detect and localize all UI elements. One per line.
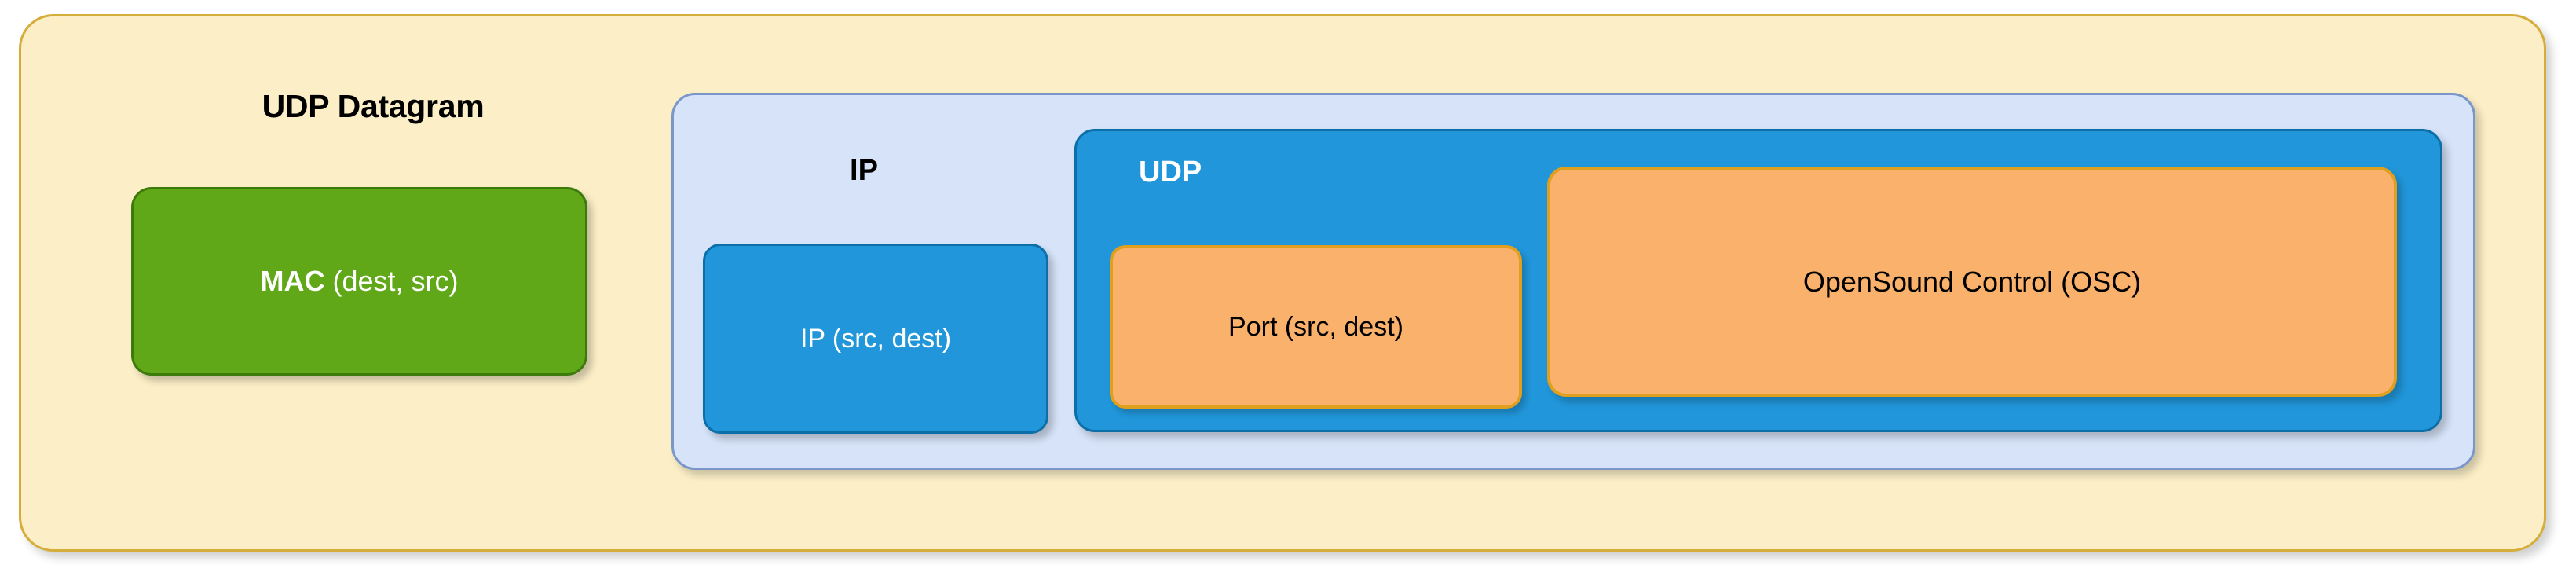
mac-header-label-rest: (dest, src) <box>324 265 459 297</box>
osc-payload-label: OpenSound Control (OSC) <box>1802 265 2142 298</box>
udp-title: UDP <box>1139 156 1202 189</box>
ip-header-box: IP (src, dest) <box>703 244 1048 434</box>
mac-header-box: MAC (dest, src) <box>131 187 587 376</box>
ip-title: IP <box>850 154 878 187</box>
ip-header-label: IP (src, dest) <box>800 323 952 354</box>
udp-port-box: Port (src, dest) <box>1110 245 1522 409</box>
udp-port-label: Port (src, dest) <box>1228 311 1403 342</box>
udp-datagram-title: UDP Datagram <box>262 88 485 124</box>
mac-header-label: MAC (dest, src) <box>261 265 459 298</box>
osc-payload-box: OpenSound Control (OSC) <box>1547 167 2397 397</box>
mac-header-label-strong: MAC <box>260 265 325 297</box>
